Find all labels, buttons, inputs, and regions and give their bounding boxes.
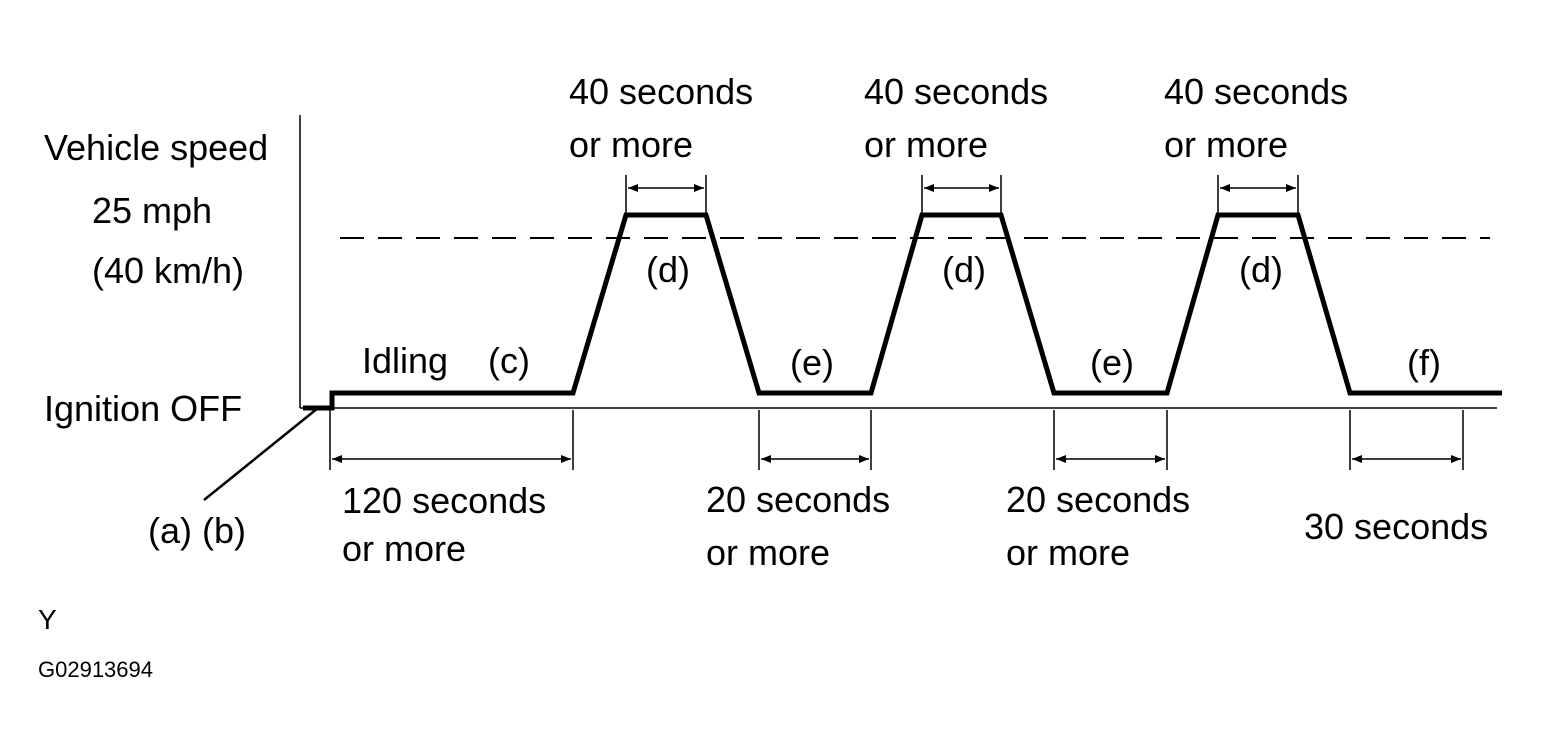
step-c-label: (c): [488, 340, 530, 381]
idling-label: Idling: [362, 340, 449, 381]
stop1-duration-label: 20 seconds or more: [706, 473, 890, 579]
step-d3-label: (d): [1239, 249, 1283, 290]
step-f-label: (f): [1407, 342, 1441, 383]
final-duration-label: 30 seconds: [1304, 506, 1489, 547]
duration-line: 120 seconds: [342, 480, 547, 521]
speed-value-metric-label: (40 km/h): [92, 250, 245, 291]
duration-line: or more: [1006, 532, 1131, 573]
extension-lines: [329, 175, 1464, 470]
duration-line: or more: [864, 124, 989, 165]
cruise3-duration-label: 40 seconds or more: [1164, 65, 1348, 171]
figure-id: G02913694: [38, 657, 153, 682]
speed-profile-line: [303, 212, 1502, 411]
duration-line: or more: [342, 528, 467, 569]
y-axis-title: Vehicle speed: [44, 127, 269, 168]
duration-line: or more: [706, 532, 831, 573]
duration-line: 40 seconds: [569, 71, 754, 112]
duration-line: 20 seconds: [1006, 479, 1191, 520]
duration-line: 20 seconds: [706, 479, 891, 520]
ab-leader-line: [203, 407, 319, 501]
duration-line: 40 seconds: [864, 71, 1049, 112]
cruise2-duration-label: 40 seconds or more: [864, 65, 1048, 171]
step-d2-label: (d): [942, 249, 986, 290]
duration-line: 40 seconds: [1164, 71, 1349, 112]
footer-mark: Y: [38, 604, 57, 635]
duration-line: or more: [569, 124, 694, 165]
step-d1-label: (d): [646, 249, 690, 290]
step-e1-label: (e): [790, 342, 834, 383]
step-ab-label: (a) (b): [148, 510, 246, 551]
stop2-duration-label: 20 seconds or more: [1006, 473, 1190, 579]
ignition-off-label: Ignition OFF: [44, 388, 243, 429]
idle-duration-label: 120 seconds or more: [342, 477, 546, 573]
speed-value-label: 25 mph: [92, 190, 213, 231]
step-e2-label: (e): [1090, 342, 1134, 383]
duration-line: or more: [1164, 124, 1289, 165]
cruise1-duration-label: 40 seconds or more: [569, 65, 753, 171]
